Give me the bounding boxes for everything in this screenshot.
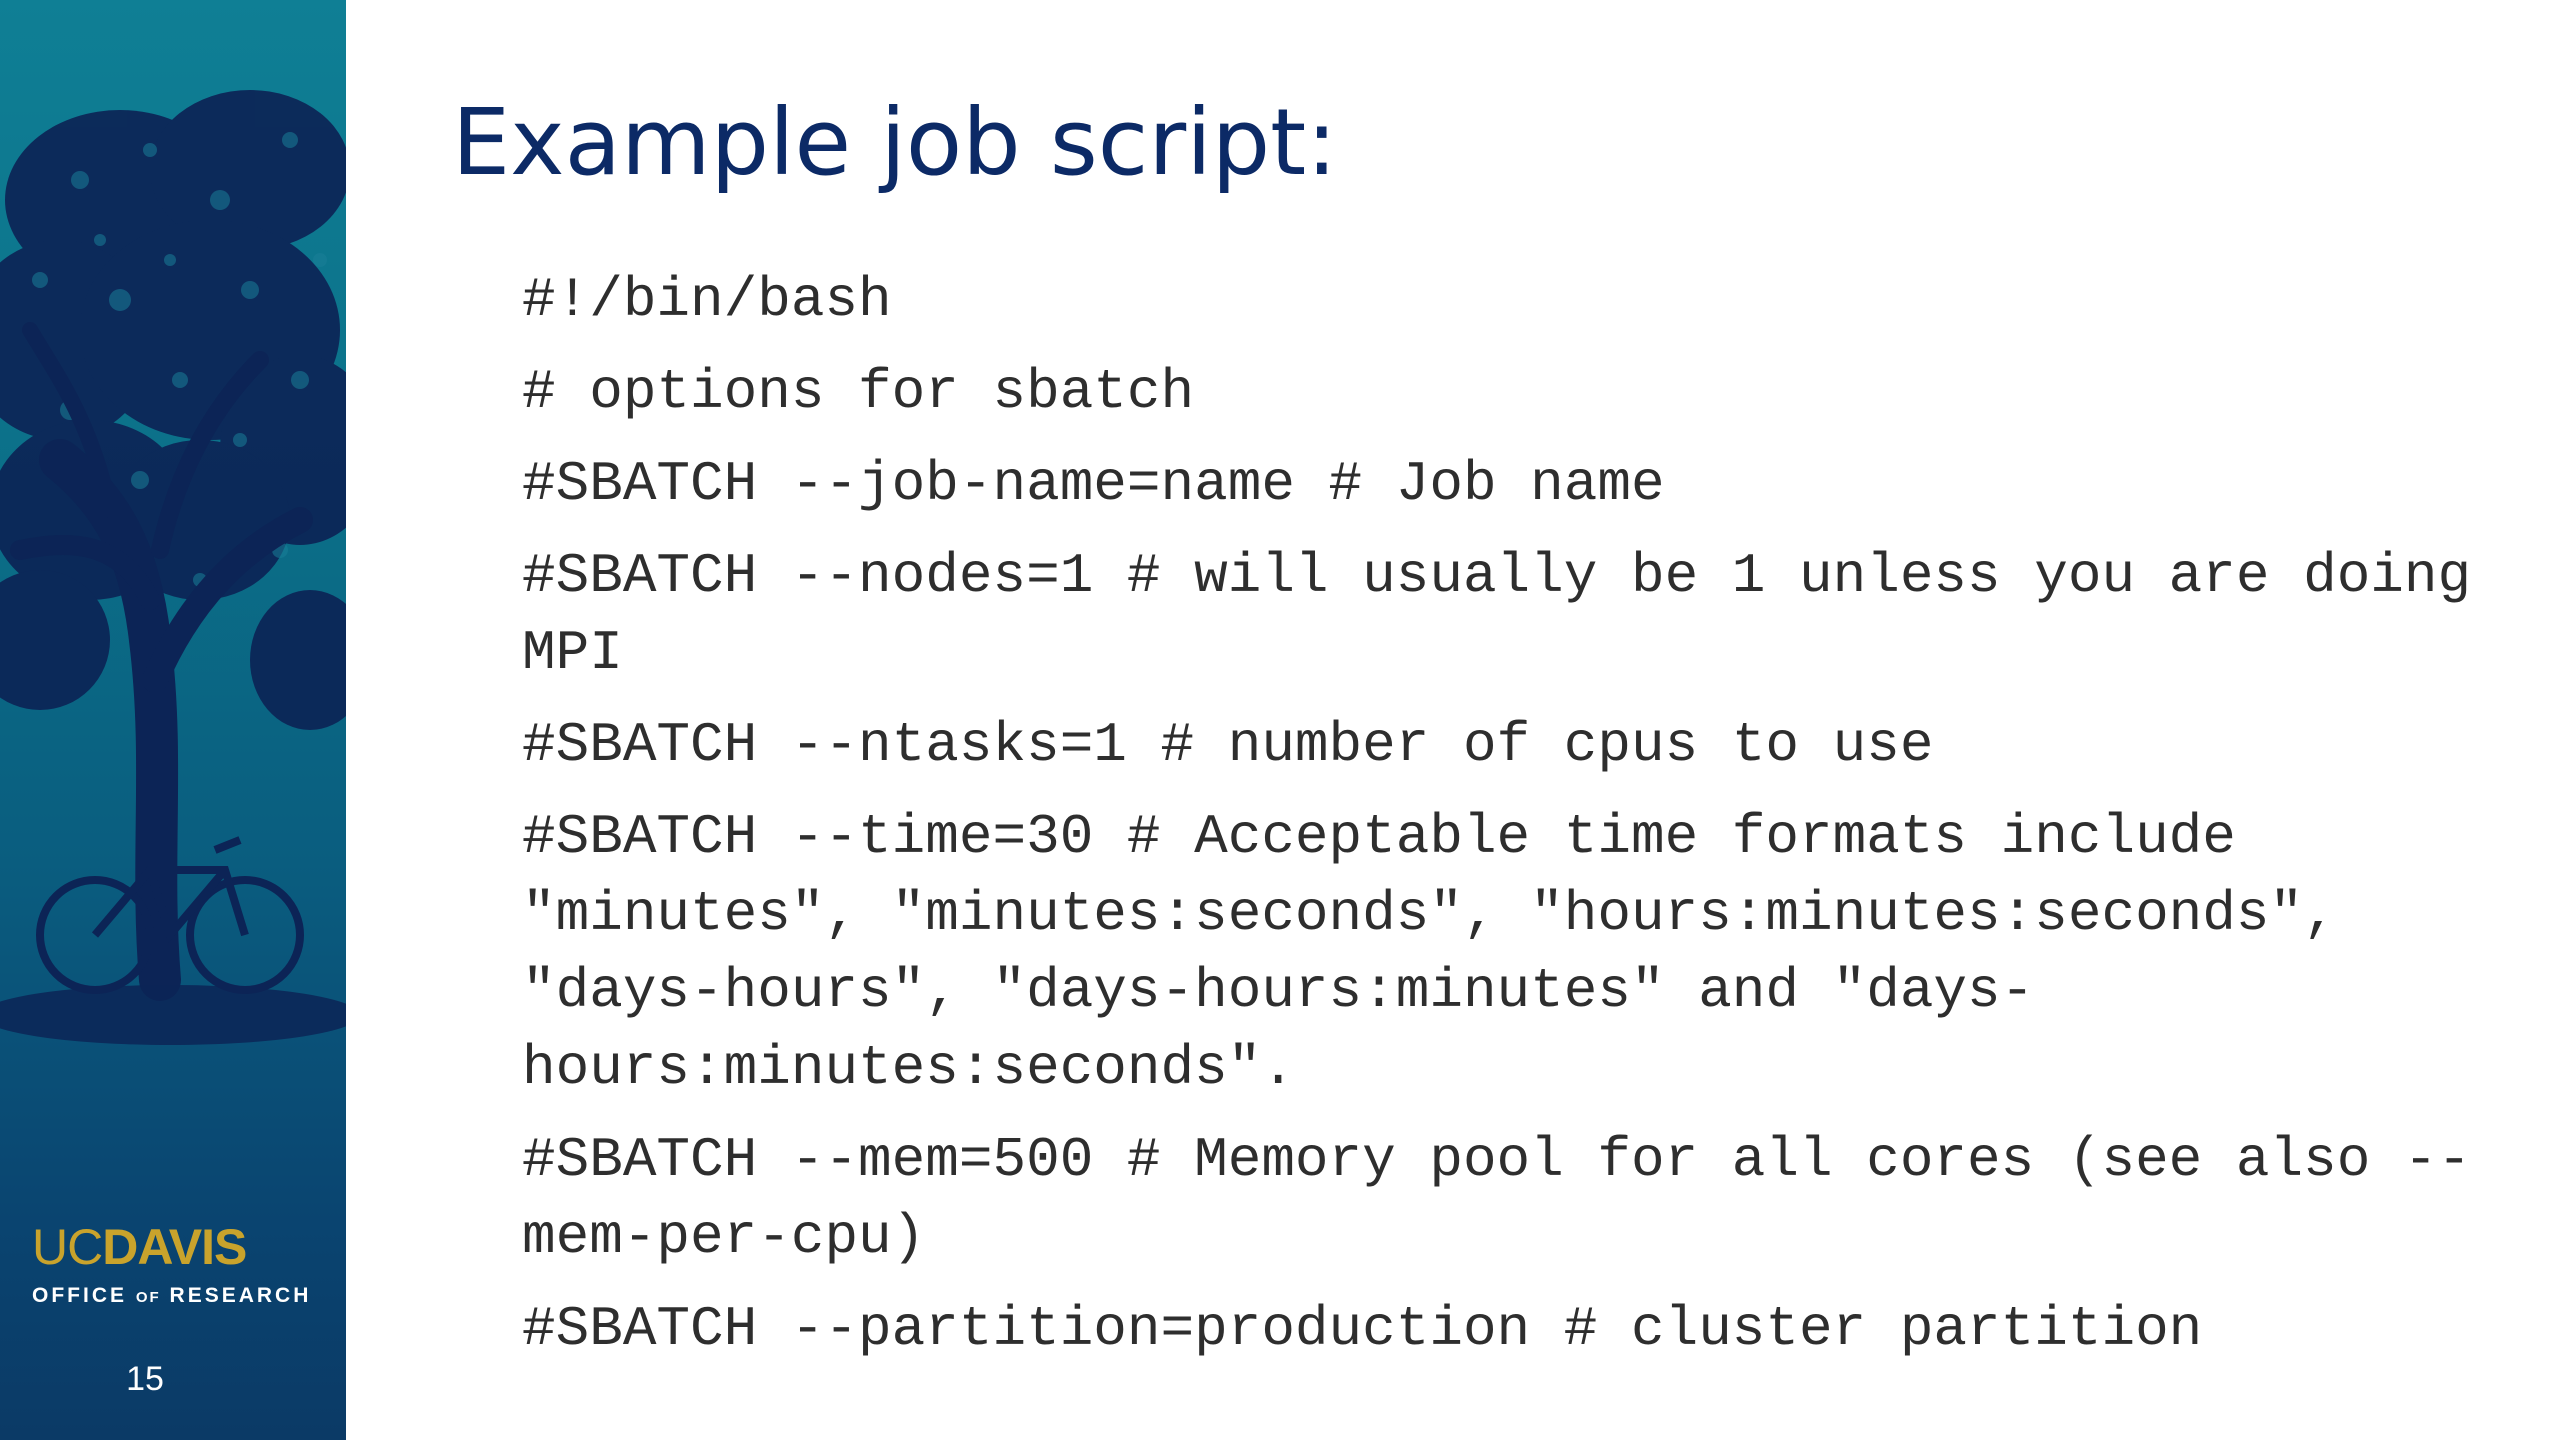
logo-sub-office: OFFICE — [32, 1284, 136, 1307]
code-line-ntasks: #SBATCH --ntasks=1 # number of cpus to u… — [522, 713, 1934, 777]
decorative-sidebar: UCDAVIS OFFICE OF RESEARCH 15 — [0, 0, 346, 1440]
uc-davis-logo: UCDAVIS OFFICE OF RESEARCH — [32, 1222, 322, 1308]
logo-davis: DAVIS — [102, 1219, 247, 1275]
logo-subtitle: OFFICE OF RESEARCH — [32, 1284, 322, 1308]
page-number: 15 — [126, 1360, 164, 1398]
code-line-mem: #SBATCH --mem=500 # Memory pool for all … — [522, 1128, 2472, 1269]
code-line-shebang: #!/bin/bash — [522, 268, 892, 332]
slide-title: Example job script: — [452, 89, 1338, 196]
tree-and-bicycle-illustration — [0, 90, 346, 1045]
job-script-code: #!/bin/bash # options for sbatch #SBATCH… — [522, 262, 2482, 1383]
code-line-comment: # options for sbatch — [522, 360, 1195, 424]
code-line-job-name: #SBATCH --job-name=name # Job name — [522, 452, 1665, 516]
code-line-time: #SBATCH --time=30 # Acceptable time form… — [522, 805, 2371, 1100]
logo-wordmark: UCDAVIS — [32, 1222, 322, 1272]
logo-sub-of: OF — [135, 1289, 161, 1306]
logo-sub-research: RESEARCH — [160, 1284, 312, 1307]
logo-uc: UC — [32, 1219, 103, 1275]
code-line-nodes: #SBATCH --nodes=1 # will usually be 1 un… — [522, 544, 2505, 685]
code-line-partition: #SBATCH --partition=production # cluster… — [522, 1297, 2203, 1361]
